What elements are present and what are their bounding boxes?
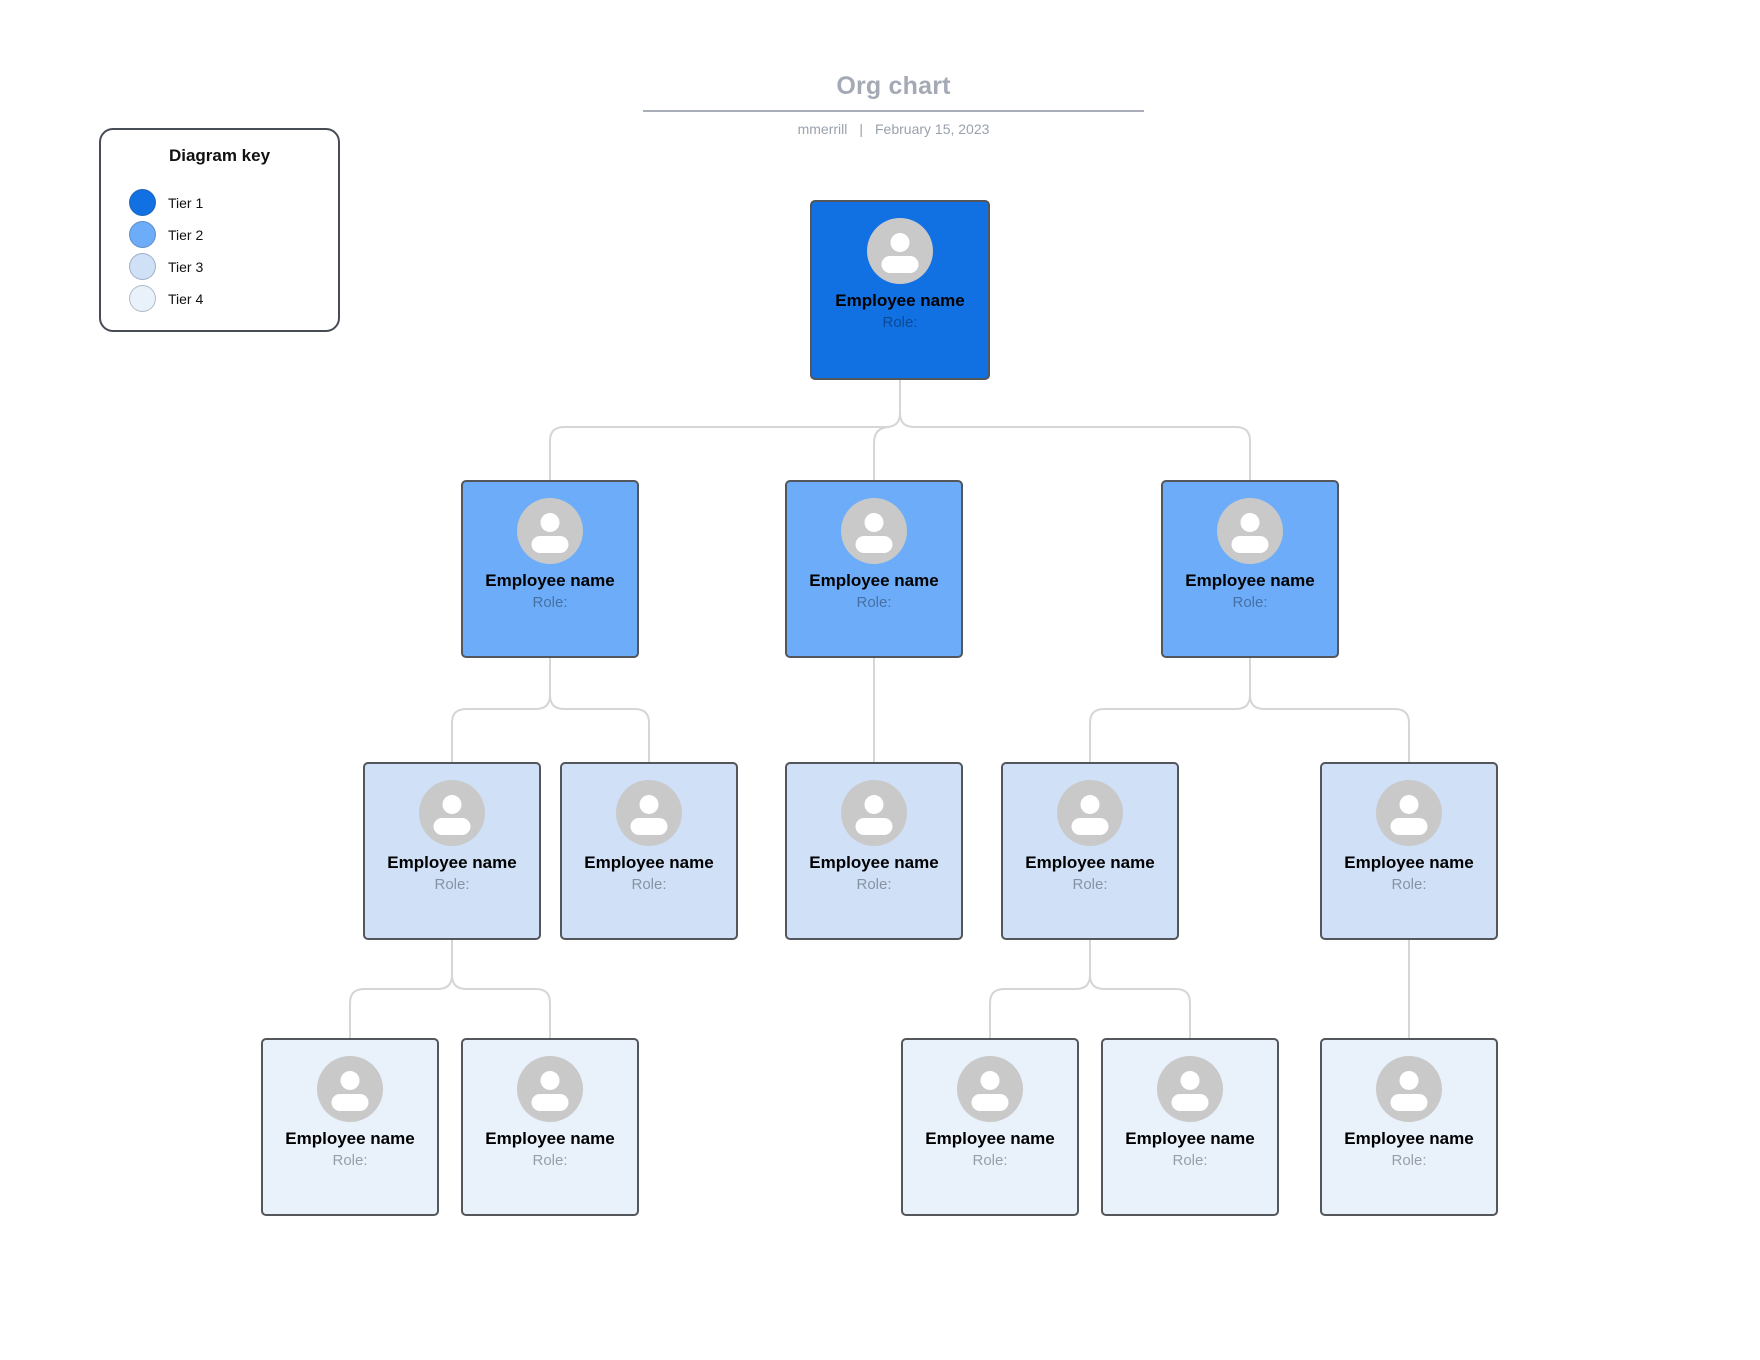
connector-line [899, 380, 1251, 480]
employee-role: Role: [1232, 594, 1268, 611]
employee-name: Employee name [809, 571, 939, 590]
org-node-card[interactable]: Employee name Role: [461, 1038, 639, 1216]
employee-name: Employee name [584, 853, 714, 872]
person-icon [1217, 498, 1283, 564]
employee-name: Employee name [1344, 853, 1474, 872]
person-icon [1376, 1056, 1442, 1122]
person-icon [957, 1056, 1023, 1122]
employee-name: Employee name [485, 571, 615, 590]
connector-line [1089, 940, 1191, 1038]
employee-role: Role: [882, 314, 918, 331]
connector-line [451, 658, 551, 762]
employee-role: Role: [972, 1152, 1008, 1169]
employee-role: Role: [856, 876, 892, 893]
connector-line [989, 940, 1091, 1038]
author: mmerrill [797, 121, 848, 137]
employee-role: Role: [532, 1152, 568, 1169]
org-node-card[interactable]: Employee name Role: [560, 762, 738, 940]
employee-role: Role: [1391, 1152, 1427, 1169]
org-node-card[interactable]: Employee name Role: [1001, 762, 1179, 940]
header: Org chart mmerrill | February 15, 2023 [643, 72, 1144, 137]
legend-item: Tier 2 [129, 221, 203, 248]
connector-line [1249, 658, 1410, 762]
page-title: Org chart [643, 72, 1144, 112]
legend-item: Tier 3 [129, 253, 203, 280]
org-node-card[interactable]: Employee name Role: [261, 1038, 439, 1216]
employee-role: Role: [1172, 1152, 1208, 1169]
tier1-swatch-icon [129, 189, 156, 216]
org-node-card[interactable]: Employee name Role: [1101, 1038, 1279, 1216]
legend-item: Tier 4 [129, 285, 203, 312]
employee-role: Role: [1072, 876, 1108, 893]
org-node-card[interactable]: Employee name Role: [901, 1038, 1079, 1216]
connector-line [549, 380, 901, 480]
employee-name: Employee name [387, 853, 517, 872]
connector-line [451, 940, 551, 1038]
person-icon [616, 780, 682, 846]
legend-item: Tier 1 [129, 189, 203, 216]
org-node-card[interactable]: Employee name Role: [810, 200, 990, 380]
legend-label: Tier 1 [168, 194, 204, 211]
person-icon [841, 780, 907, 846]
org-node-card[interactable]: Employee name Role: [461, 480, 639, 658]
org-node-card[interactable]: Employee name Role: [1161, 480, 1339, 658]
org-node-card[interactable]: Employee name Role: [785, 762, 963, 940]
org-node-card[interactable]: Employee name Role: [1320, 1038, 1498, 1216]
employee-role: Role: [434, 876, 470, 893]
legend-label: Tier 3 [168, 258, 204, 275]
person-icon [1157, 1056, 1223, 1122]
person-icon [841, 498, 907, 564]
employee-name: Employee name [485, 1129, 615, 1148]
subtitle-divider: | [859, 121, 863, 137]
employee-name: Employee name [809, 853, 939, 872]
connector-line [1089, 658, 1251, 762]
employee-role: Role: [332, 1152, 368, 1169]
employee-role: Role: [1391, 876, 1427, 893]
person-icon [867, 218, 933, 284]
connector-line [873, 426, 891, 480]
person-icon [1376, 780, 1442, 846]
org-node-card[interactable]: Employee name Role: [1320, 762, 1498, 940]
person-icon [1057, 780, 1123, 846]
diagram-key-title: Diagram key [168, 146, 271, 165]
subtitle: mmerrill | February 15, 2023 [643, 121, 1144, 137]
org-node-card[interactable]: Employee name Role: [363, 762, 541, 940]
connector-line [549, 658, 650, 762]
employee-role: Role: [532, 594, 568, 611]
date: February 15, 2023 [875, 121, 990, 137]
legend-label: Tier 4 [168, 290, 204, 307]
legend-label: Tier 2 [168, 226, 204, 243]
employee-name: Employee name [285, 1129, 415, 1148]
employee-name: Employee name [835, 291, 965, 310]
person-icon [419, 780, 485, 846]
connector-line [349, 940, 453, 1038]
employee-name: Employee name [1025, 853, 1155, 872]
diagram-key[interactable]: Diagram key Tier 1 Tier 2 Tier 3 Tier 4 [99, 128, 340, 332]
employee-role: Role: [631, 876, 667, 893]
employee-name: Employee name [1185, 571, 1315, 590]
employee-role: Role: [856, 594, 892, 611]
employee-name: Employee name [1344, 1129, 1474, 1148]
tier4-swatch-icon [129, 285, 156, 312]
employee-name: Employee name [925, 1129, 1055, 1148]
org-node-card[interactable]: Employee name Role: [785, 480, 963, 658]
employee-name: Employee name [1125, 1129, 1255, 1148]
tier3-swatch-icon [129, 253, 156, 280]
person-icon [517, 1056, 583, 1122]
tier2-swatch-icon [129, 221, 156, 248]
person-icon [517, 498, 583, 564]
person-icon [317, 1056, 383, 1122]
